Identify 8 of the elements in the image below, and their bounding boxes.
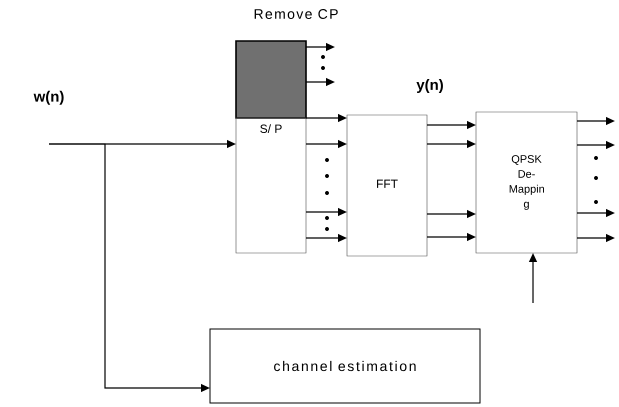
signal-label: w(n): [34, 90, 64, 105]
shaded-box: [235, 40, 307, 119]
block-label: Remove CP: [254, 9, 338, 19]
signal-label: y(n): [416, 79, 443, 93]
process-box: S/ P: [236, 118, 306, 254]
process-box: channel estimation: [210, 328, 480, 404]
process-box: FFT: [346, 114, 428, 256]
process-box: QPSK De- Mappin g: [476, 112, 578, 254]
